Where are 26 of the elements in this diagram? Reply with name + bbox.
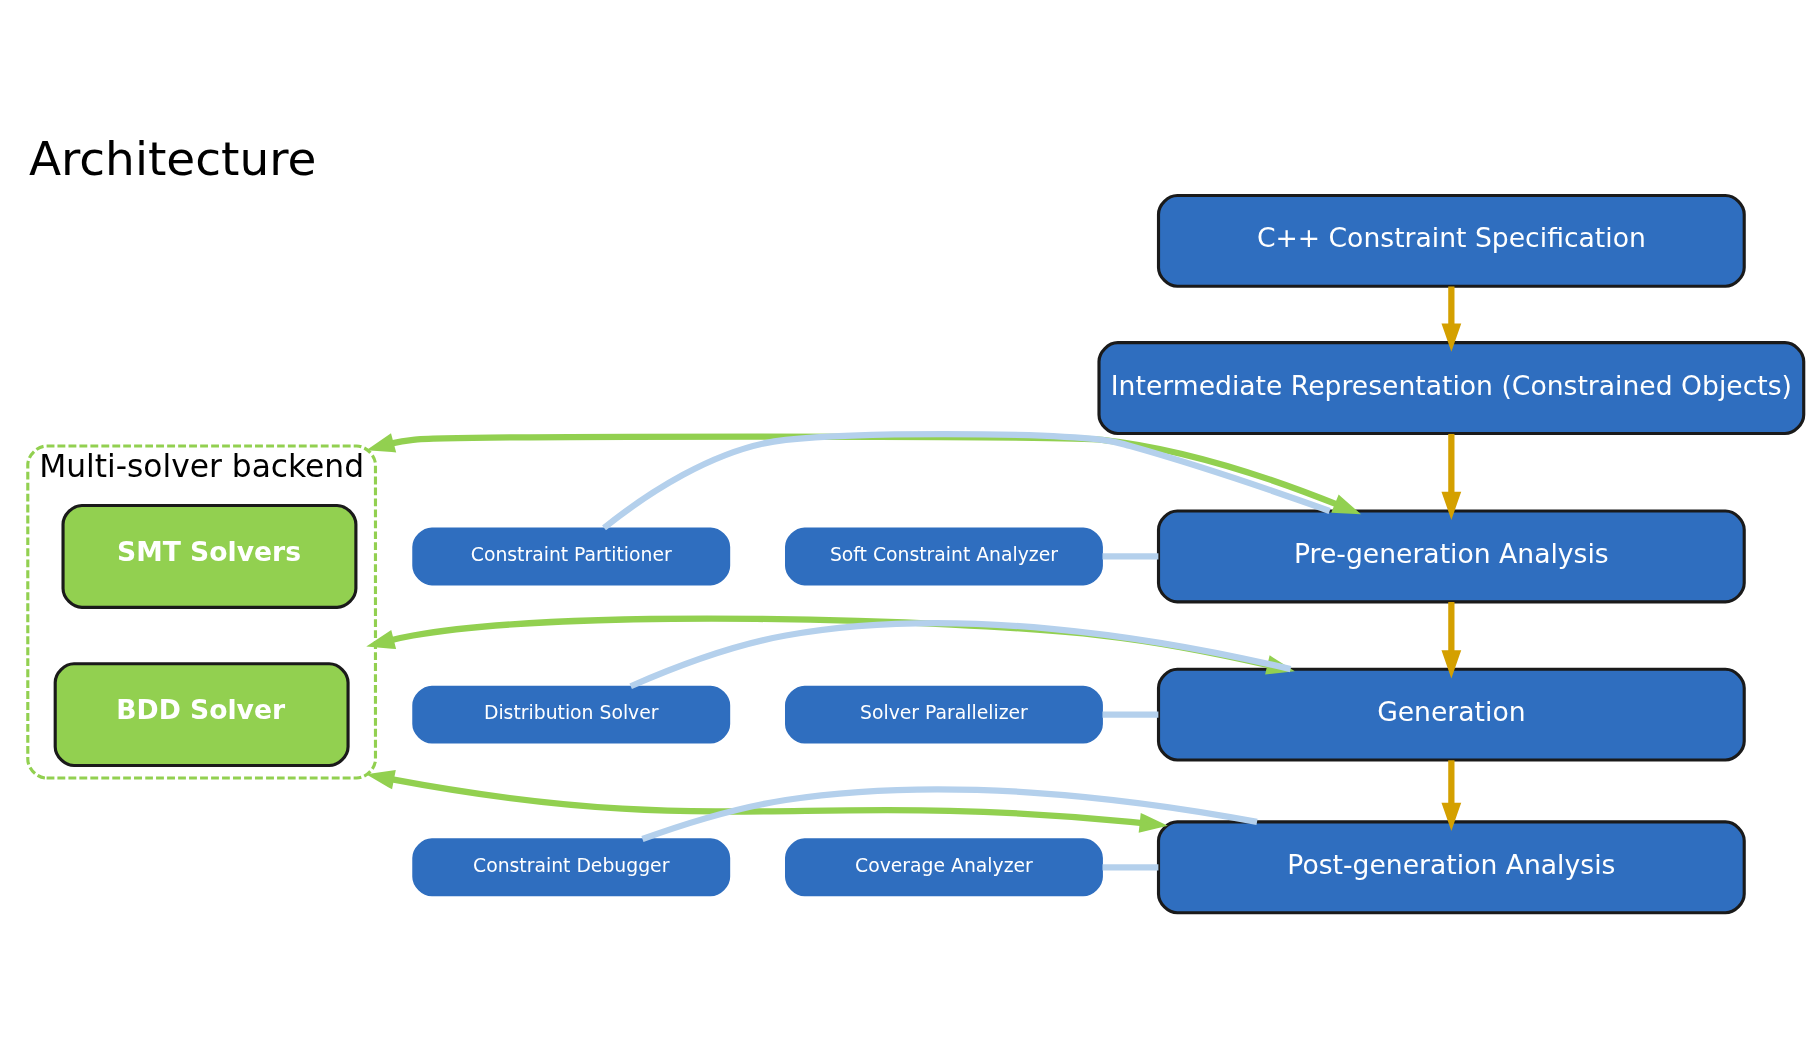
node-box: Solver Parallelizer [785,685,1103,744]
node-box: Coverage Analyzer [785,838,1103,897]
connector [602,430,1331,531]
node-box: C++ Constraint Specification [1156,193,1746,288]
arrow [1441,433,1462,520]
arrow [1441,286,1462,352]
connector [629,620,1292,690]
node-box: Constraint Debugger [412,838,731,897]
arrow [1441,602,1462,679]
node-box: Distribution Solver [412,685,731,744]
connector [641,786,1258,842]
node-box: SMT Solvers [61,504,358,609]
node-box: BDD Solver [53,662,350,768]
node-box: Constraint Partitioner [412,527,731,586]
arrow [1441,760,1462,831]
node-box: Post-generation Analysis [1156,820,1746,915]
node-box: Soft Constraint Analyzer [785,527,1103,586]
arrow [366,433,1362,515]
node-box: Intermediate Representation (Constrained Objects) [1097,341,1806,436]
node-box: Pre-generation Analysis [1156,509,1746,604]
arrow [366,769,1168,833]
connector [1102,553,1159,560]
node-box: Generation [1156,667,1746,762]
connector [1102,864,1159,871]
diagram-title: Architecture [28,131,317,187]
connector [1102,711,1159,718]
